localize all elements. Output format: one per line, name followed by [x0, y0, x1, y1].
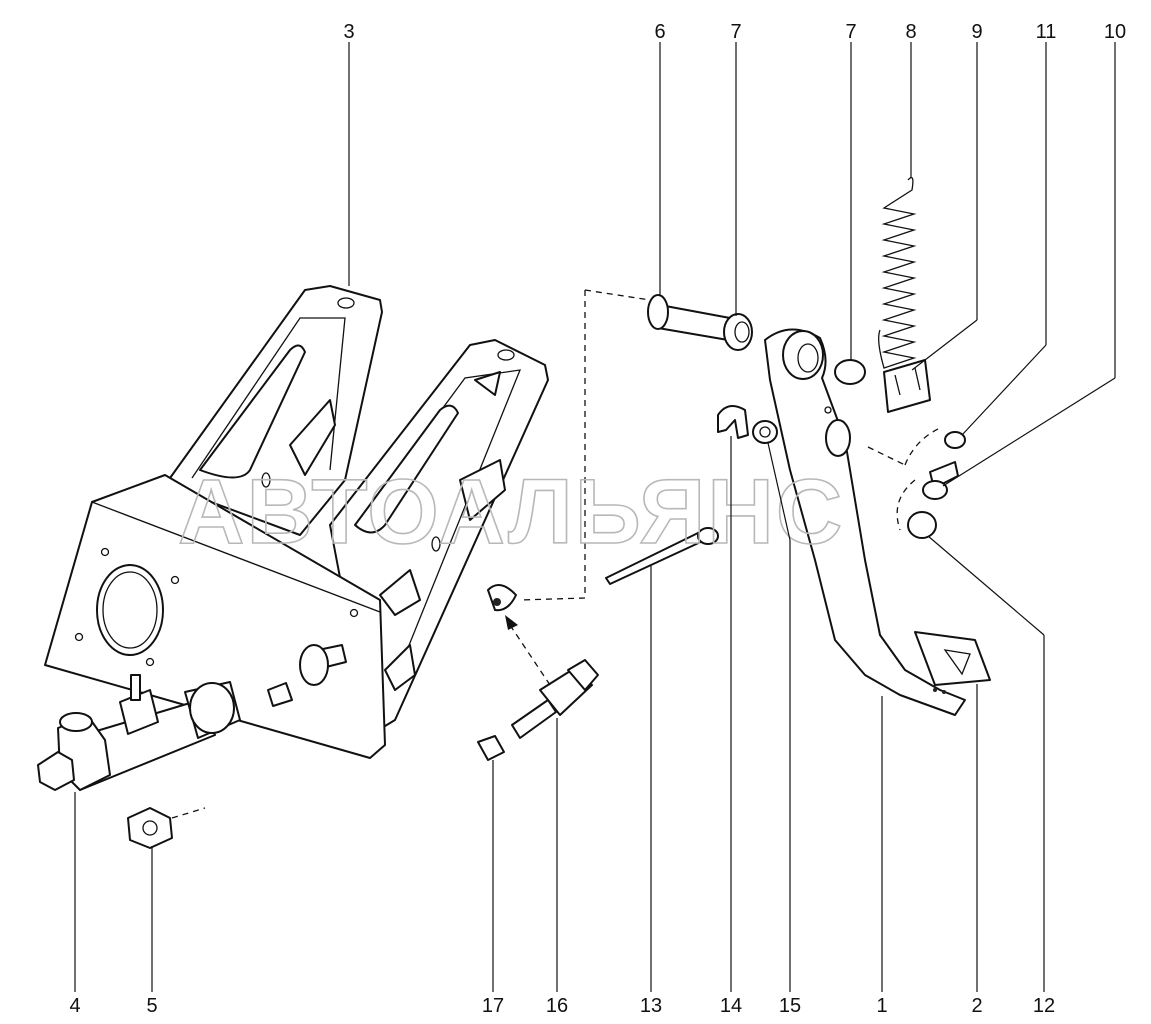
callout-10: 10: [1104, 21, 1126, 43]
callout-3: 3: [343, 21, 354, 43]
callout-11: 11: [1036, 21, 1057, 43]
pivot-bushing: [752, 420, 778, 444]
callout-2: 2: [971, 995, 982, 1017]
callout-12: 12: [1033, 995, 1055, 1017]
callout-6: 6: [654, 21, 665, 43]
clutch-pedal: [764, 328, 991, 716]
callout-17: 17: [482, 995, 504, 1017]
flange-nut: [127, 807, 206, 849]
stop-nut: [944, 431, 966, 449]
switch-cap: [477, 735, 505, 761]
return-spring: [878, 176, 917, 369]
callout-15: 15: [779, 995, 801, 1017]
rubber-buffer: [907, 511, 937, 539]
pushrod-pin: [605, 527, 719, 585]
callout-7a: 7: [730, 21, 741, 43]
pedal-axle: [519, 289, 753, 601]
callout-labels: 3 6 7 7 8 9 11 10 4 5 17 16 13 14 15 1 2…: [69, 21, 1126, 1017]
callout-13: 13: [640, 995, 662, 1017]
watermark: АВТОАЛЬЯНС: [178, 461, 844, 563]
pedal-switch: [505, 615, 599, 739]
callout-8: 8: [905, 21, 916, 43]
clutch-master-cylinder: [37, 674, 293, 791]
callout-16: 16: [546, 995, 568, 1017]
stop-bolt: [922, 461, 959, 500]
callout-9: 9: [971, 21, 982, 43]
callout-14: 14: [720, 995, 742, 1017]
callout-7b: 7: [845, 21, 856, 43]
leader-lines: [74, 42, 1116, 992]
callout-4: 4: [69, 995, 80, 1017]
retaining-clip: [717, 405, 749, 439]
callout-1: 1: [876, 995, 887, 1017]
spring-clip: [883, 359, 931, 413]
callout-5: 5: [146, 995, 157, 1017]
